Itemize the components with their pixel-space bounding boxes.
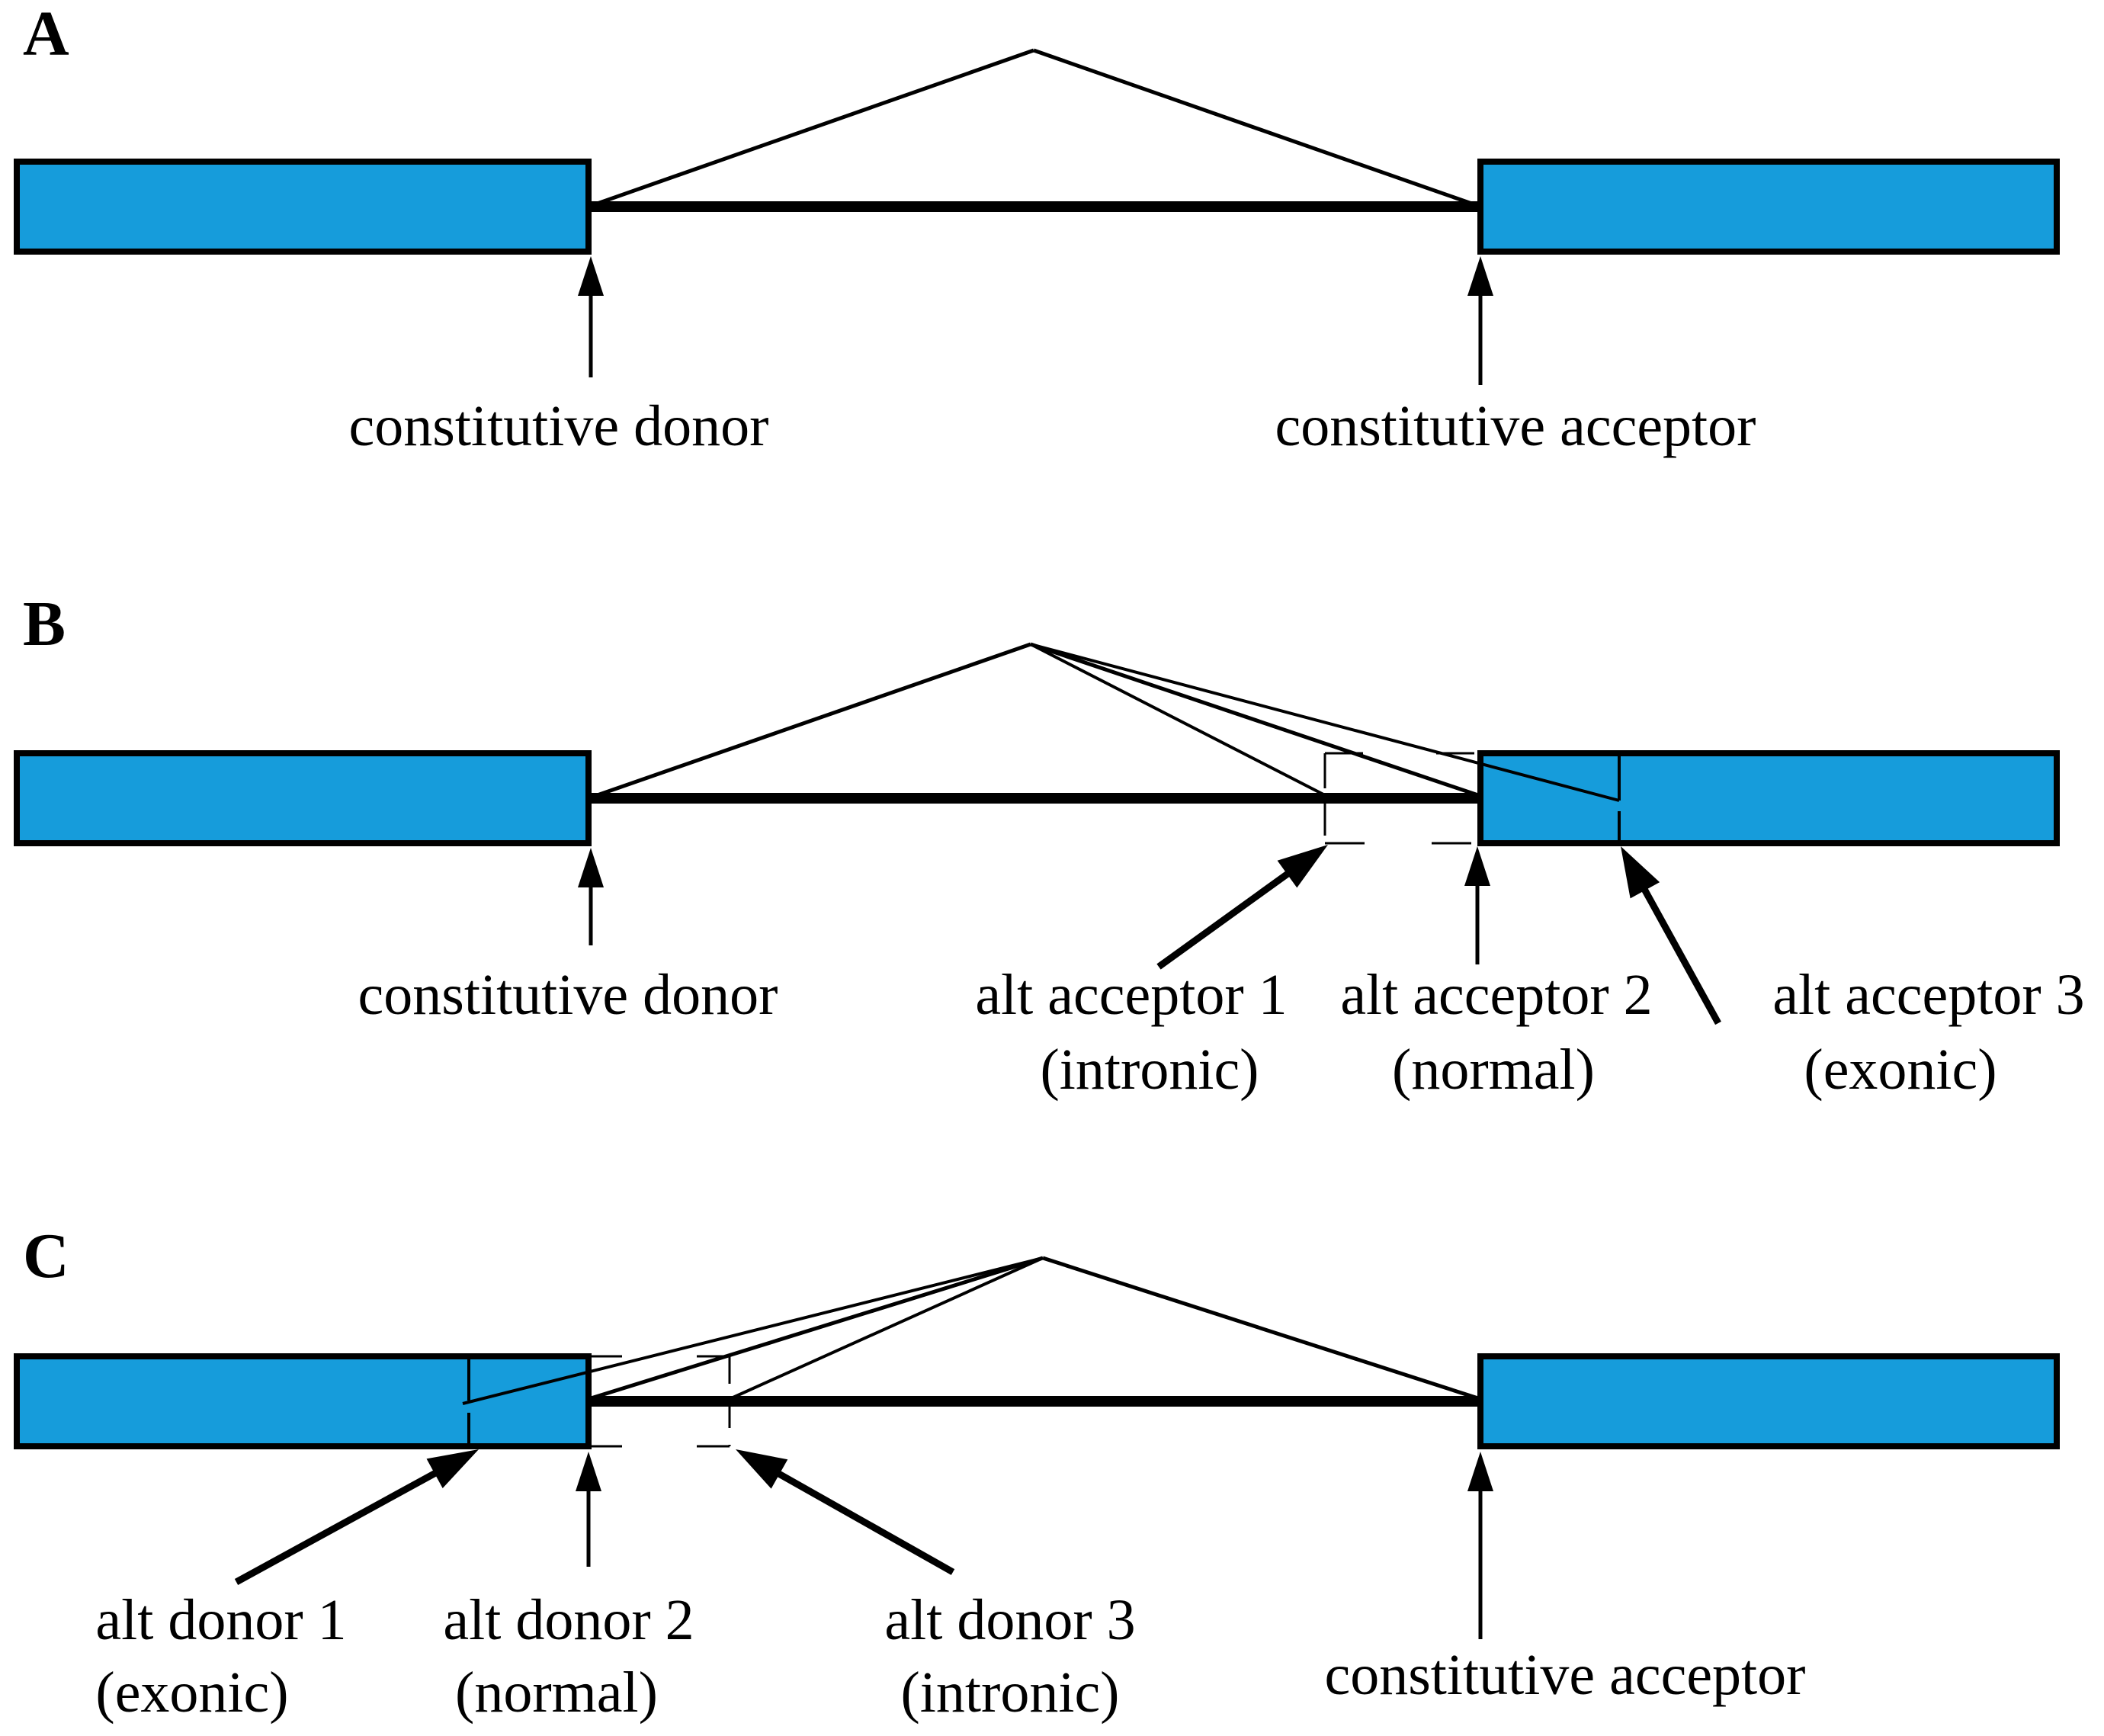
alt-acceptor-2-arrow (1464, 846, 1490, 964)
arrow-head (578, 256, 604, 296)
constitutive-donor-arrow (578, 848, 604, 945)
alt-acceptor-1-arrow (1156, 845, 1328, 970)
exon-right (1477, 1353, 2060, 1449)
exon-left (14, 159, 592, 255)
arrow-head (1467, 256, 1493, 296)
alt-acceptor-3-sublabel: (exonic) (1804, 1038, 1997, 1102)
alt-donor-1-sublabel: (exonic) (95, 1661, 288, 1725)
alt-donor-2-arrow (576, 1452, 601, 1567)
arrow-head (576, 1452, 601, 1491)
splice-line-apex-to-acceptor (1042, 1256, 1481, 1401)
arrow-shaft (1156, 868, 1293, 970)
constitutive-donor-label: constitutive donor (358, 963, 778, 1027)
arrow-head (1277, 845, 1328, 888)
panel-letter-A: A (23, 0, 69, 69)
constitutive-donor-label: constitutive donor (349, 394, 769, 458)
exon-left (14, 750, 592, 846)
splice-line-apex-to-alt-acceptor-3 (1030, 643, 1620, 802)
alt-donor-1-arrow (234, 1449, 479, 1585)
alt-acceptor-1-label: alt acceptor 1 (975, 963, 1287, 1027)
alt-acceptor-3-arrow (1621, 846, 1721, 1025)
alt-donor-2-label: alt donor 2 (443, 1588, 694, 1652)
alt-donor-2-sublabel: (normal) (455, 1661, 658, 1725)
arrow-head (1464, 846, 1490, 886)
splice-line-apex-to-alt-acceptor-1 (1030, 643, 1327, 797)
splice-line-donor-to-apex (588, 48, 1034, 209)
arrow-head (426, 1449, 479, 1488)
splice-line-apex-to-alt-donor-2 (588, 1256, 1044, 1401)
arrow-head (578, 848, 604, 887)
arrow-shaft (774, 1468, 955, 1575)
constitutive-donor-arrow (578, 256, 604, 377)
arrow-head (1467, 1452, 1493, 1491)
constitutive-acceptor-label: constitutive acceptor (1275, 394, 1756, 458)
alt-donor-3-label: alt donor 3 (884, 1588, 1135, 1652)
alt-acceptor-2-sublabel: (normal) (1392, 1038, 1595, 1102)
arrow-head (736, 1449, 788, 1489)
exon-left (14, 1353, 592, 1449)
alt-donor-1-label: alt donor 1 (95, 1588, 346, 1652)
alt-donor-3-arrow (736, 1449, 955, 1575)
constitutive-acceptor-arrow (1467, 1452, 1493, 1639)
exon-right (1477, 750, 2060, 846)
arrow-shaft (1640, 884, 1721, 1025)
alt-acceptor-1-sublabel: (intronic) (1040, 1038, 1259, 1102)
arrow-shaft (234, 1468, 441, 1585)
arrow-head (1621, 846, 1660, 899)
exon-right (1477, 159, 2060, 255)
panel-letter-B: B (23, 589, 66, 659)
constitutive-acceptor-arrow (1467, 256, 1493, 385)
splice-line-donor-to-apex (588, 642, 1031, 801)
splice-line-apex-to-alt-donor-3 (729, 1256, 1044, 1401)
splice-line-apex-to-alt-acceptor-2 (1030, 642, 1481, 798)
alt-acceptor-3-label: alt acceptor 3 (1772, 963, 2084, 1027)
splice-line-apex-to-alt-donor-1 (462, 1256, 1044, 1405)
constitutive-acceptor-label: constitutive acceptor (1325, 1643, 1806, 1707)
splice-line-apex-to-acceptor (1033, 48, 1481, 209)
alt-acceptor-2-label: alt acceptor 2 (1340, 963, 1652, 1027)
alt-donor-3-sublabel: (intronic) (900, 1661, 1119, 1725)
panel-letter-C: C (23, 1221, 69, 1292)
